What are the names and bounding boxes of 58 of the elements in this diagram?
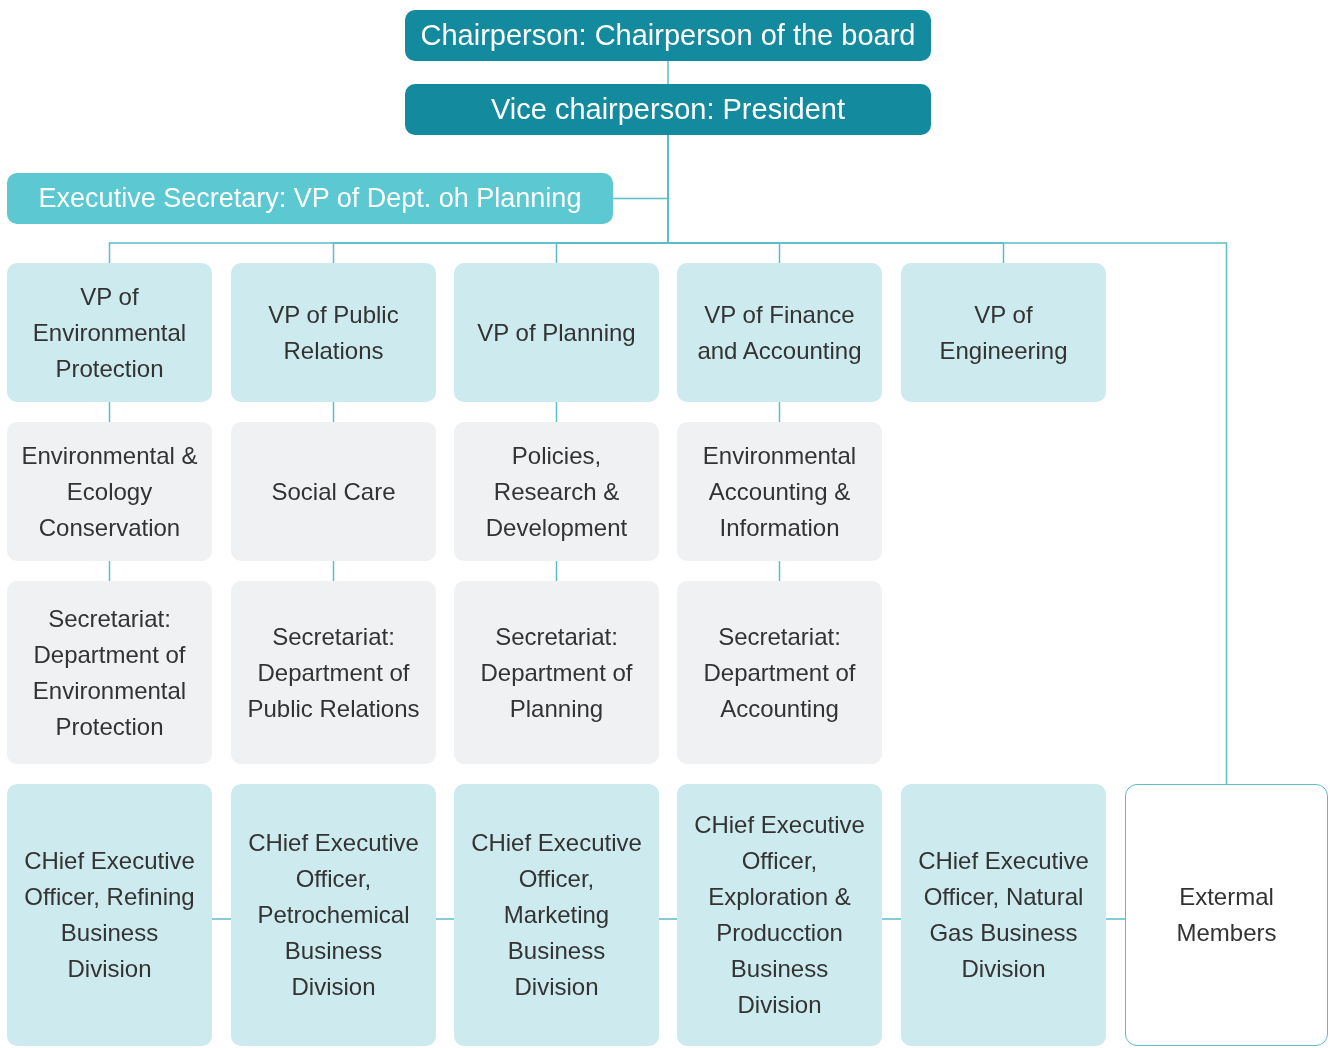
org-box — [231, 422, 436, 561]
box-label: CHief Executive Officer, Marketing Business Division — [470, 828, 643, 1002]
org-box — [231, 581, 436, 764]
org-box — [7, 581, 212, 764]
box-label: Secretariat: Department of Environmental Protection — [31, 603, 188, 742]
org-box — [405, 84, 931, 135]
box-label: Chairperson: Chairperson of the board — [420, 17, 916, 53]
org-box — [7, 173, 613, 224]
connector-line — [211, 918, 232, 920]
box-label: Policies, Research & Development — [484, 440, 629, 543]
box-label: VP of Planning — [477, 317, 636, 348]
connector-line — [332, 560, 335, 582]
org-box — [231, 784, 436, 1046]
org-box — [454, 581, 659, 764]
box-label: VP of Public Relations — [267, 299, 400, 366]
connector-line — [555, 401, 558, 423]
org-box — [1125, 784, 1328, 1046]
box-label: VP of Engineering — [938, 299, 1069, 366]
org-box — [405, 10, 931, 61]
connector-line — [658, 918, 678, 920]
box-label: VP of Environmental Protection — [31, 281, 188, 384]
connector-line — [108, 401, 111, 423]
box-label: Environmental Accounting & Information — [701, 440, 858, 543]
connector-line — [778, 401, 781, 423]
org-box — [454, 784, 659, 1046]
connector-line — [778, 560, 781, 582]
box-label: CHief Executive Officer, Natural Gas Business Division — [917, 846, 1090, 984]
org-box — [7, 263, 212, 402]
connector-line — [1105, 918, 1126, 920]
org-box — [677, 422, 882, 561]
org-box — [677, 784, 882, 1046]
org-box — [901, 263, 1106, 402]
connector-line — [108, 560, 111, 582]
connector-line — [332, 401, 335, 423]
org-box — [454, 422, 659, 561]
box-label: Secretariat: Department of Accounting — [702, 621, 857, 724]
connector-line — [435, 918, 455, 920]
box-label: Secretariat: Department of Public Relations — [246, 621, 421, 724]
org-box — [7, 784, 212, 1046]
org-box — [677, 581, 882, 764]
box-label: Vice chairperson: President — [490, 91, 846, 127]
box-label: CHief Executive Officer, Refining Business Division — [23, 846, 196, 984]
box-label: Executive Secretary: VP of Dept. oh Planning — [38, 182, 582, 216]
box-label: VP of Finance and Accounting — [696, 299, 863, 366]
org-box — [7, 422, 212, 561]
connector-line — [881, 918, 902, 920]
connector-line — [667, 60, 669, 85]
box-label: Extermal Members — [1175, 882, 1278, 948]
box-label: Environmental & Ecology Conservation — [20, 440, 199, 543]
org-box — [677, 263, 882, 402]
org-box — [231, 263, 436, 402]
box-label: Social Care — [271, 476, 396, 507]
org-box — [454, 263, 659, 402]
box-label: Secretariat: Department of Planning — [479, 621, 634, 724]
org-box — [901, 784, 1106, 1046]
box-label: CHief Executive Officer, Exploration & Producction Business Division — [693, 810, 866, 1020]
box-label: CHief Executive Officer, Petrochemical Business Division — [247, 828, 420, 1002]
connector-line — [555, 560, 558, 582]
